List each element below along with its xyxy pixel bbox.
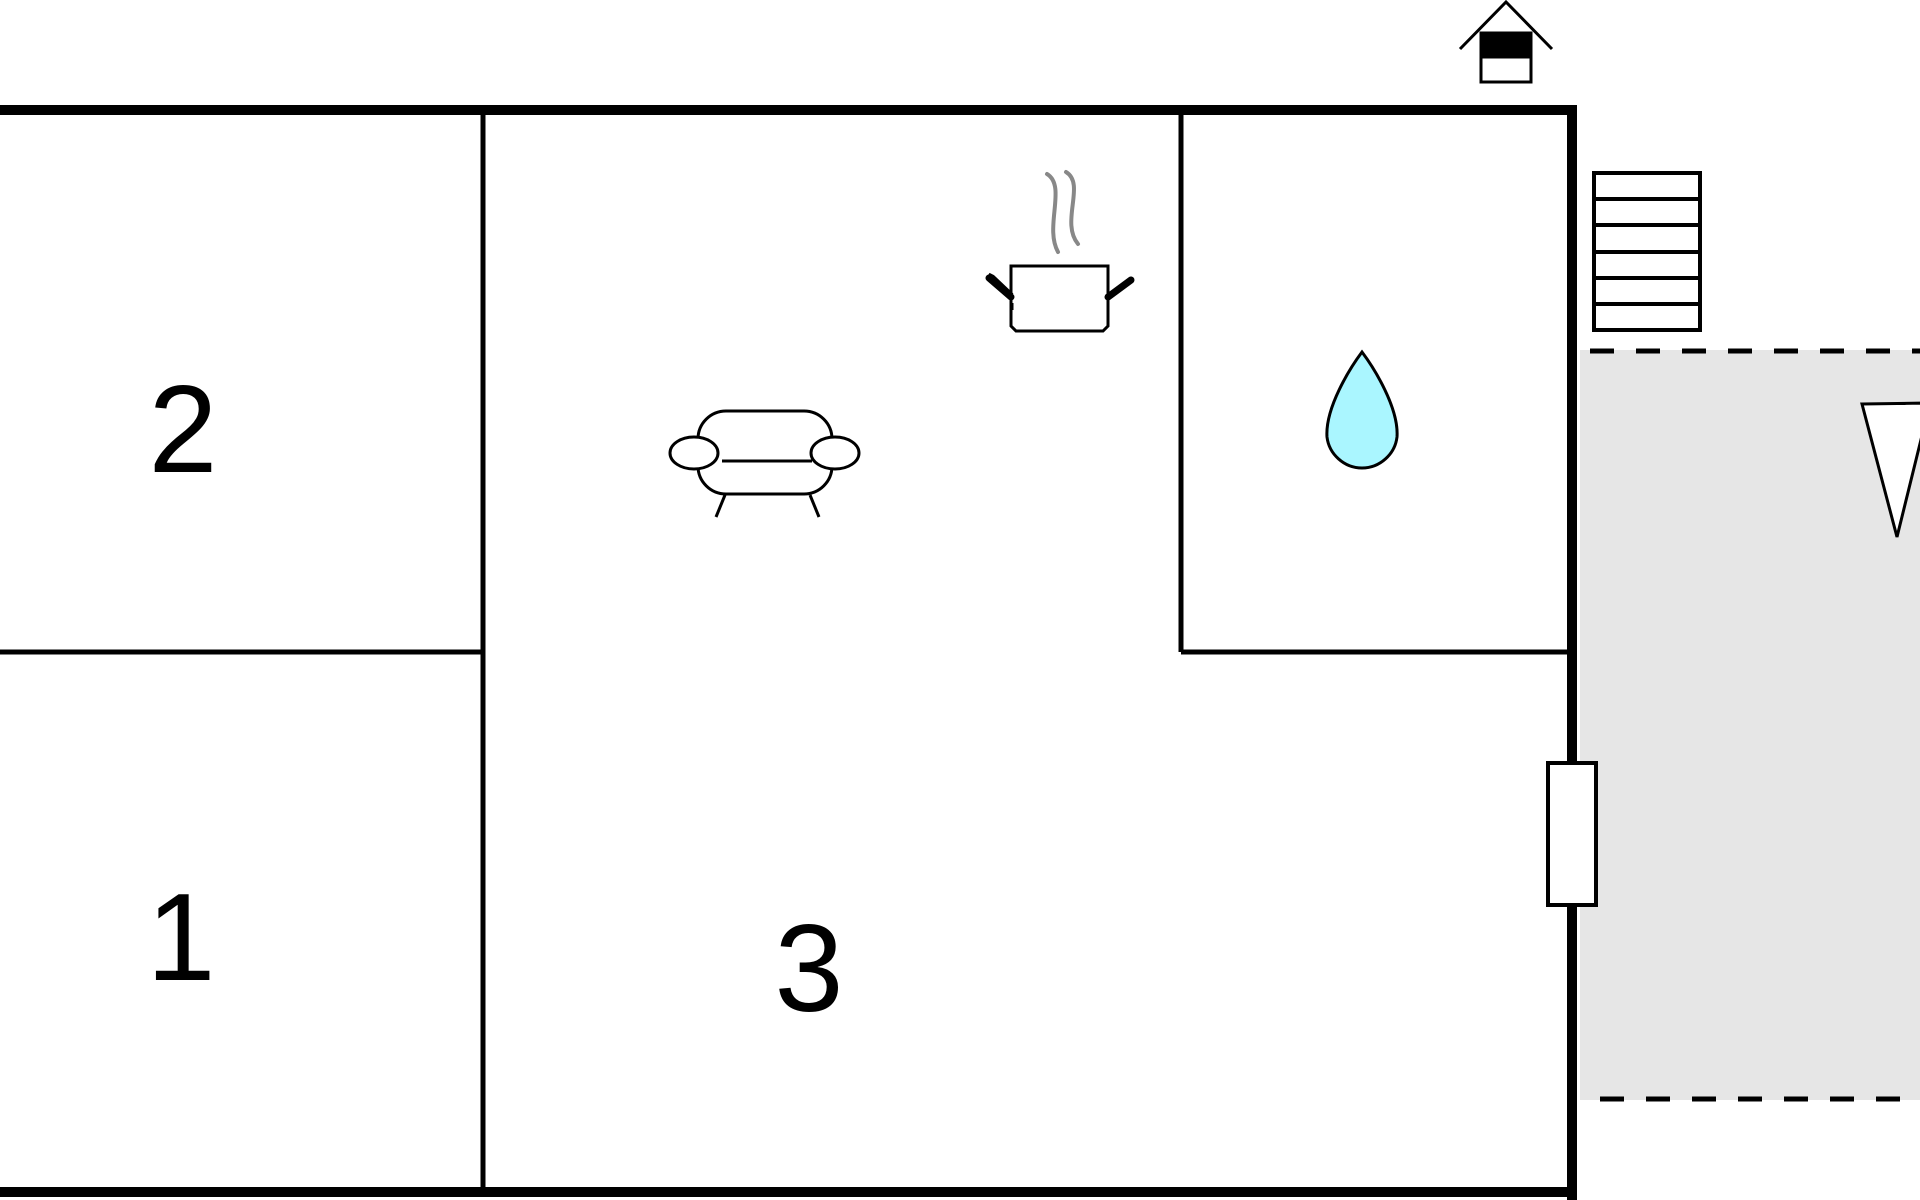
outer-walls [0, 105, 1577, 1200]
sofa-icon [668, 409, 861, 518]
room-label-1: 1 [147, 869, 216, 1007]
room-label-3: 3 [775, 900, 844, 1038]
house-entrance-icon [1458, 0, 1554, 84]
cooking-pot-icon [985, 170, 1135, 333]
terrace-area [1580, 348, 1920, 1102]
terrace-marker-icon [1860, 401, 1920, 538]
stairs-icon [1592, 171, 1702, 332]
water-drop-icon [1325, 349, 1399, 470]
door-icon [1546, 761, 1598, 907]
room-label-2: 2 [149, 361, 218, 499]
interior-walls [0, 115, 1568, 1188]
